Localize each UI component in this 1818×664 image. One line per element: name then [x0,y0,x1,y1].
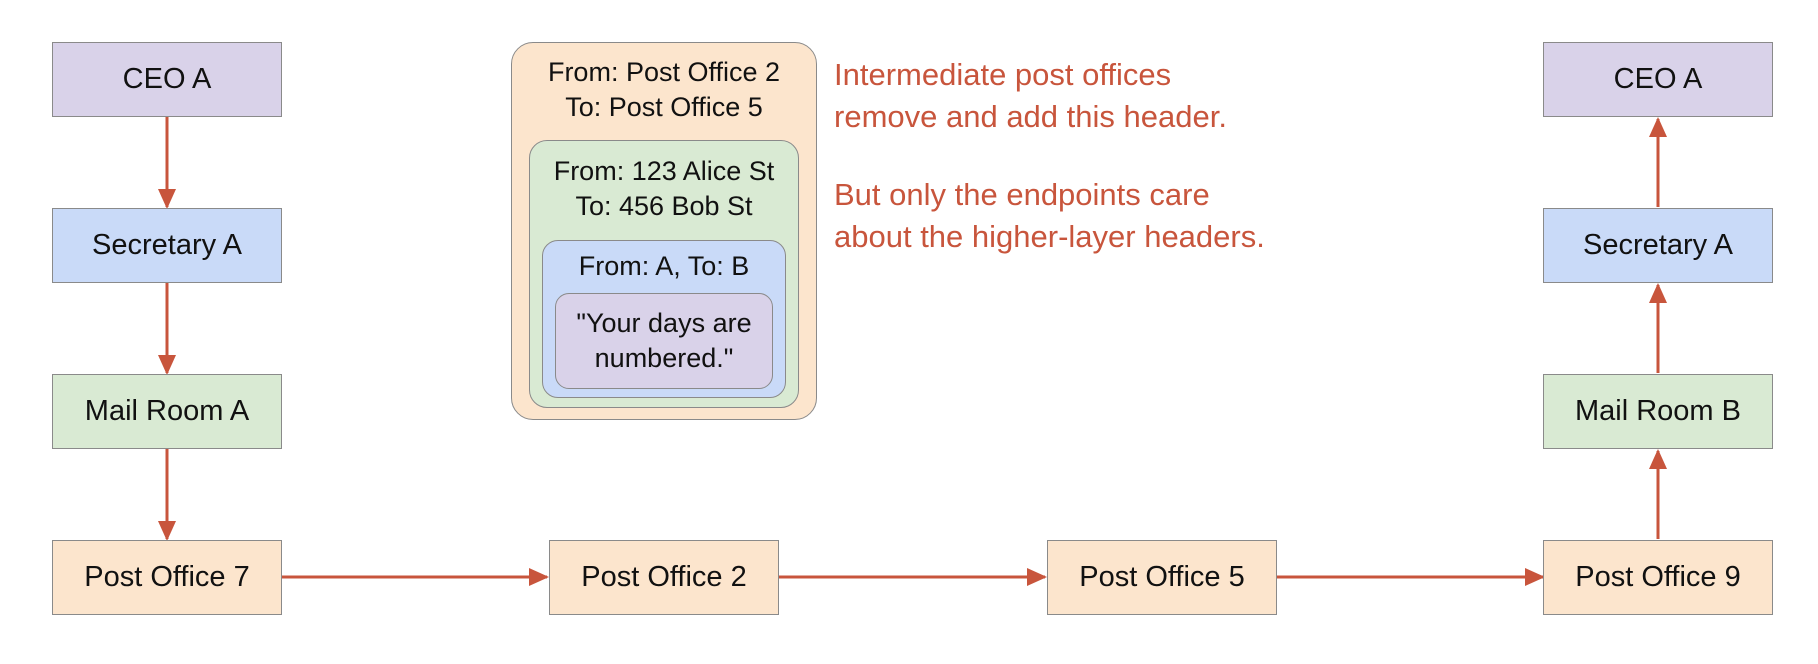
note1-line2: remove and add this header. [834,99,1227,134]
inner-header-line1: From: A, To: B [578,251,750,281]
note-intermediate-offices: Intermediate post offices remove and add… [834,54,1227,138]
envelope-inner-header: From: A, To: B "Your days are numbered." [542,240,786,398]
post-office-2-box: Post Office 2 [549,540,779,615]
ceo-a-left-box: CEO A [52,42,282,117]
note2-line1: But only the endpoints care [834,177,1210,212]
middle-header-line1: From: 123 Alice St [553,156,775,186]
post-office-5-box: Post Office 5 [1047,540,1277,615]
secretary-a-right-box: Secretary A [1543,208,1773,283]
ceo-a-right-box: CEO A [1543,42,1773,117]
envelope-outer-header: From: Post Office 2 To: Post Office 5 Fr… [511,42,817,420]
note-endpoints: But only the endpoints care about the hi… [834,174,1265,258]
middle-header-line2: To: 456 Bob St [575,191,753,221]
mail-room-b-box: Mail Room B [1543,374,1773,449]
post-office-9-box: Post Office 9 [1543,540,1773,615]
note2-line2: about the higher-layer headers. [834,219,1265,254]
envelope-middle-header: From: 123 Alice St To: 456 Bob St From: … [529,140,799,408]
note1-line1: Intermediate post offices [834,57,1172,92]
message-line2: numbered." [594,343,734,373]
message-line1: "Your days are [576,308,752,338]
outer-header-line2: To: Post Office 5 [565,92,763,122]
envelope-message: "Your days are numbered." [555,293,773,389]
secretary-a-left-box: Secretary A [52,208,282,283]
mail-room-a-box: Mail Room A [52,374,282,449]
outer-header-line1: From: Post Office 2 [547,57,781,87]
post-office-7-box: Post Office 7 [52,540,282,615]
